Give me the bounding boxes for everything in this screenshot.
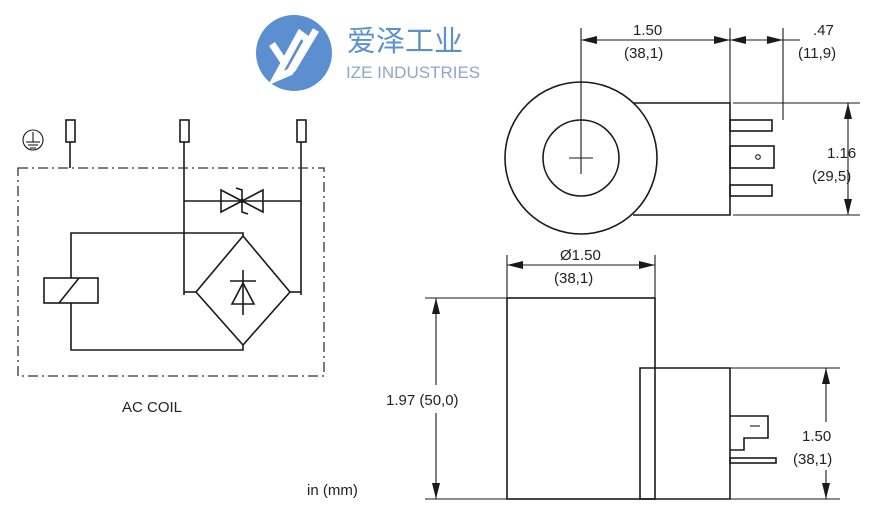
pin-2 (296, 119, 307, 143)
ac-coil-schematic: AC COIL (17, 119, 325, 416)
blade-side-upper (730, 415, 769, 451)
logo: 爱泽工业 IZE INDUSTRIES (256, 15, 480, 91)
dim-conn-height-mm: (29,5) (812, 168, 851, 185)
top-view: 1.50 (38,1) .47 (11,9) 1.16 (29,5) (504, 22, 860, 235)
housing-outline (17, 167, 325, 377)
dim-height: 1.97 (50,0) (386, 392, 459, 409)
pin-ground (65, 119, 76, 143)
dim-side-conn: 1.50 (802, 428, 831, 445)
dim-side-conn-mm: (38,1) (793, 451, 832, 468)
coil-symbol (43, 277, 99, 304)
logo-cn-text: 爱泽工业 (347, 24, 463, 58)
dim-pin-width: .47 (813, 22, 834, 39)
dim-top-width: 1.50 (633, 22, 662, 39)
dim-diameter-mm: (38,1) (554, 270, 593, 287)
blade-top (729, 119, 773, 132)
dim-diameter: Ø1.50 (560, 247, 601, 264)
pin-1 (179, 119, 190, 143)
dim-pin-width-mm: (11,9) (798, 45, 836, 62)
dim-top-width-mm: (38,1) (624, 45, 663, 62)
logo-en-text: IZE INDUSTRIES (346, 63, 480, 82)
units-note: in (mm) (307, 482, 358, 499)
schematic-caption: AC COIL (122, 399, 182, 416)
coil-body-side (506, 297, 656, 500)
rectifier-diode-icon (230, 270, 256, 315)
logo-circle-icon (256, 15, 332, 91)
dim-conn-height: 1.16 (827, 145, 856, 162)
connector-side (639, 367, 731, 500)
ground-icon (22, 129, 44, 151)
logo-mark-icon (268, 28, 320, 86)
blade-side-lower (729, 457, 777, 464)
side-view: Ø1.50 (38,1) 1.97 (50,0) 1.50 (38,1) (386, 247, 840, 500)
blade-bottom (729, 184, 773, 197)
tvs-diode-icon (220, 187, 264, 215)
blade-middle (729, 145, 775, 169)
